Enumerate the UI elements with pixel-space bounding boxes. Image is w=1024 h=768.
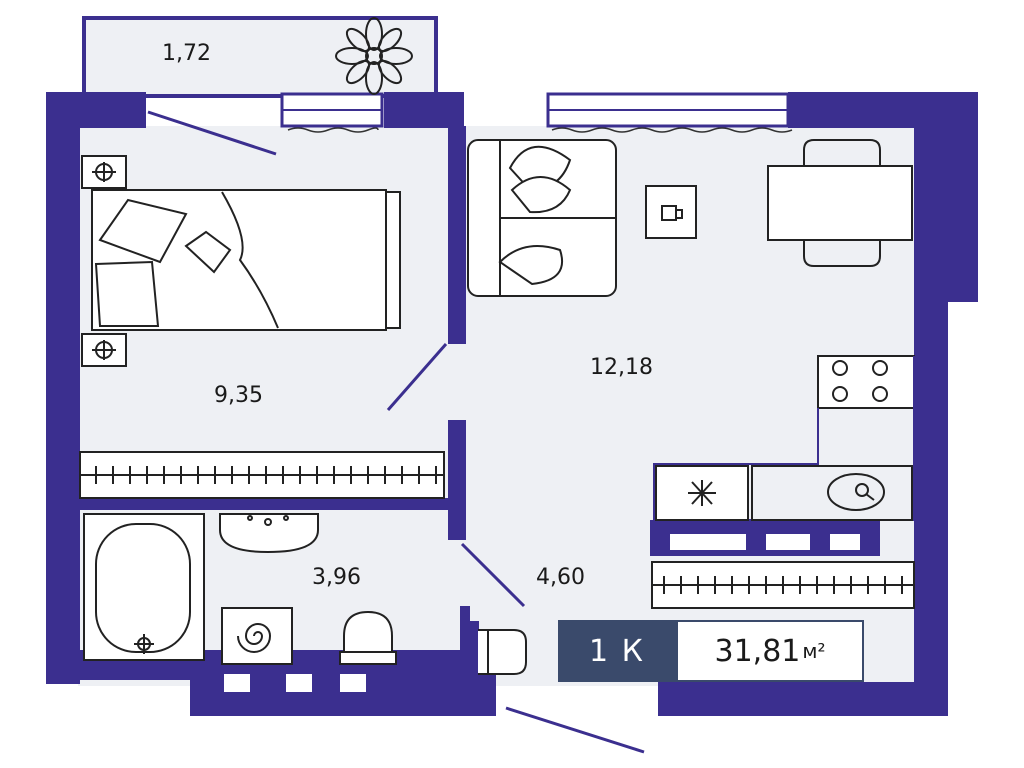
doors [147,110,645,754]
fridge-icon [655,465,749,521]
balcony-outline [82,16,438,98]
total-area: 31,81 м² [676,620,864,682]
window-living [546,92,793,133]
nightstand-top-icon [81,155,127,189]
total-area-unit: м² [802,639,826,663]
bathroom-sink-icon [219,513,319,554]
bed-icon [91,189,401,331]
washing-machine-icon [221,607,293,665]
bathtub-icon [83,513,205,661]
apartment-summary-badge: 1 К 31,81 м² [558,620,864,682]
bedroom-area-label: 9,35 [214,383,263,408]
room-count: 1 К [558,620,676,682]
balcony-floor [86,20,434,94]
bathroom-area-label: 3,96 [312,565,361,590]
living-area-label: 12,18 [590,355,653,380]
nightstand-bottom-icon [81,333,127,367]
stove-icon [817,355,915,409]
balcony-area-label: 1,72 [162,41,211,66]
coat-rack-icon [469,621,527,681]
dining-table-icon [767,139,913,267]
hallway-area-label: 4,60 [536,565,585,590]
wardrobe-bedroom-icon [79,451,445,499]
kitchen-counter [653,356,915,521]
wardrobe-hallway-icon [651,561,915,609]
kitchen-sink-icon [751,465,913,521]
window-bedroom [280,92,384,133]
sofa-icon [467,139,617,297]
flower-icon [335,17,413,95]
total-area-value: 31,81 [714,633,801,669]
coffee-table-icon [645,185,697,239]
toilet-icon [339,610,397,665]
wall-slots [224,534,860,692]
